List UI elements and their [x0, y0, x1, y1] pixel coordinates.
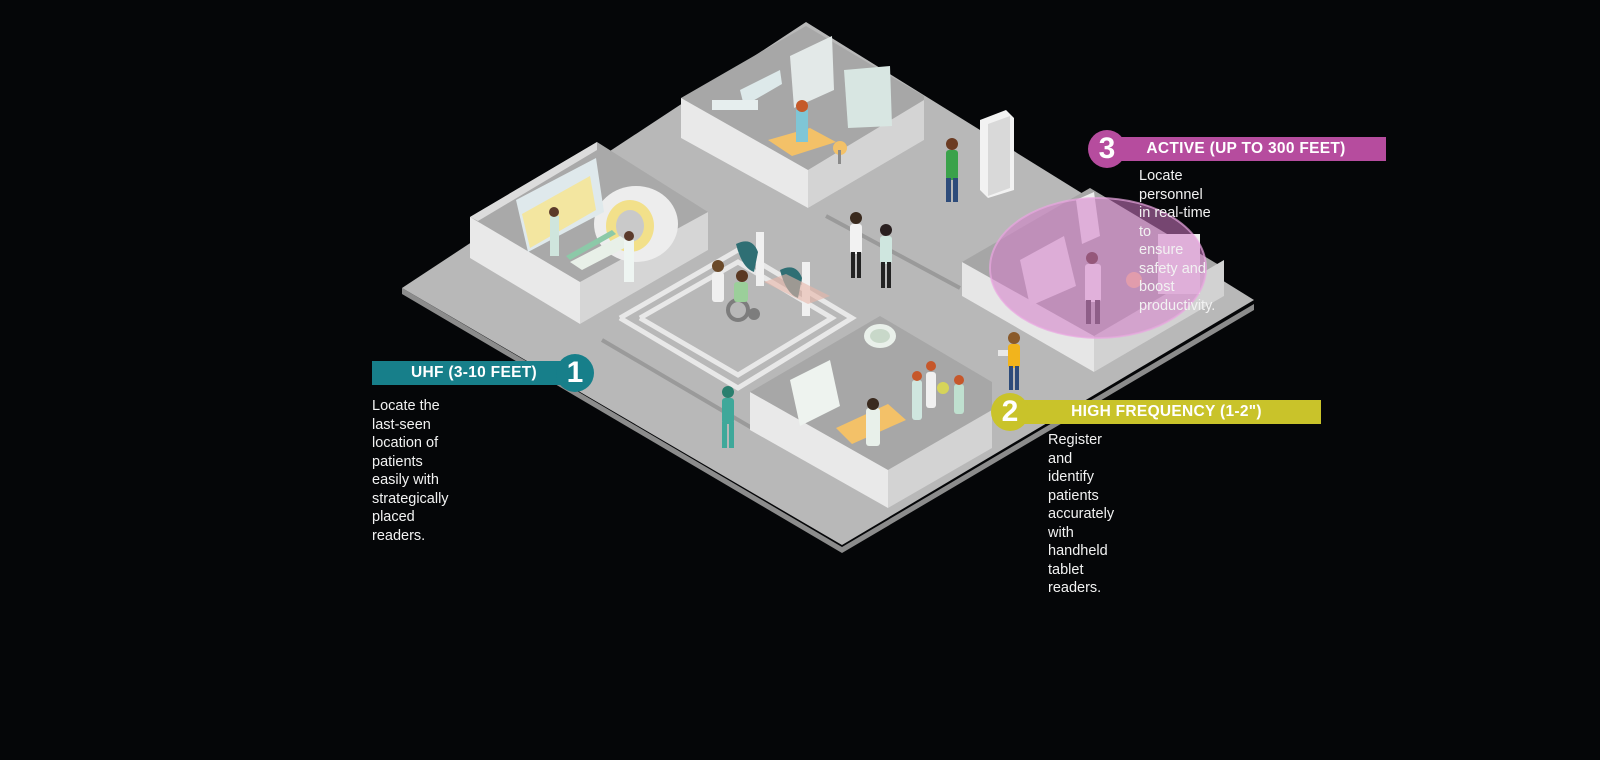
surgical-lamp-icon: [864, 324, 896, 348]
tablet-reader-icon: [998, 332, 1020, 390]
wheelchair-icon: [712, 260, 760, 322]
office-room: [681, 26, 924, 208]
callout-active-title: ACTIVE (UP TO 300 FEET): [1106, 137, 1386, 161]
mri-room: [470, 142, 708, 324]
mri-scanner-icon: [566, 186, 678, 270]
callout-uhf-number: 1: [556, 354, 594, 392]
callout-active-description: Locate personnel in real-time to ensure …: [1139, 168, 1216, 314]
staff-group: [850, 212, 892, 288]
callout-active-number: 3: [1088, 130, 1126, 168]
doorway: [980, 110, 1014, 198]
callout-uhf-description: Locate the last-seen location of patient…: [372, 398, 449, 544]
surgeon-figure: [722, 386, 734, 448]
callout-high-frequency-title: HIGH FREQUENCY (1-2"): [1012, 400, 1321, 424]
operating-room: [750, 316, 992, 508]
callout-high-frequency-description: Register and identify patients accuratel…: [1048, 432, 1115, 596]
floor-markings: [618, 247, 857, 391]
visitor-figure: [946, 138, 958, 202]
callout-high-frequency-number: 2: [991, 393, 1029, 431]
rfid-gate-icon: [736, 232, 830, 316]
active-zone-highlight: [989, 197, 1207, 339]
callout-uhf-title: UHF (3-10 FEET): [372, 361, 576, 385]
